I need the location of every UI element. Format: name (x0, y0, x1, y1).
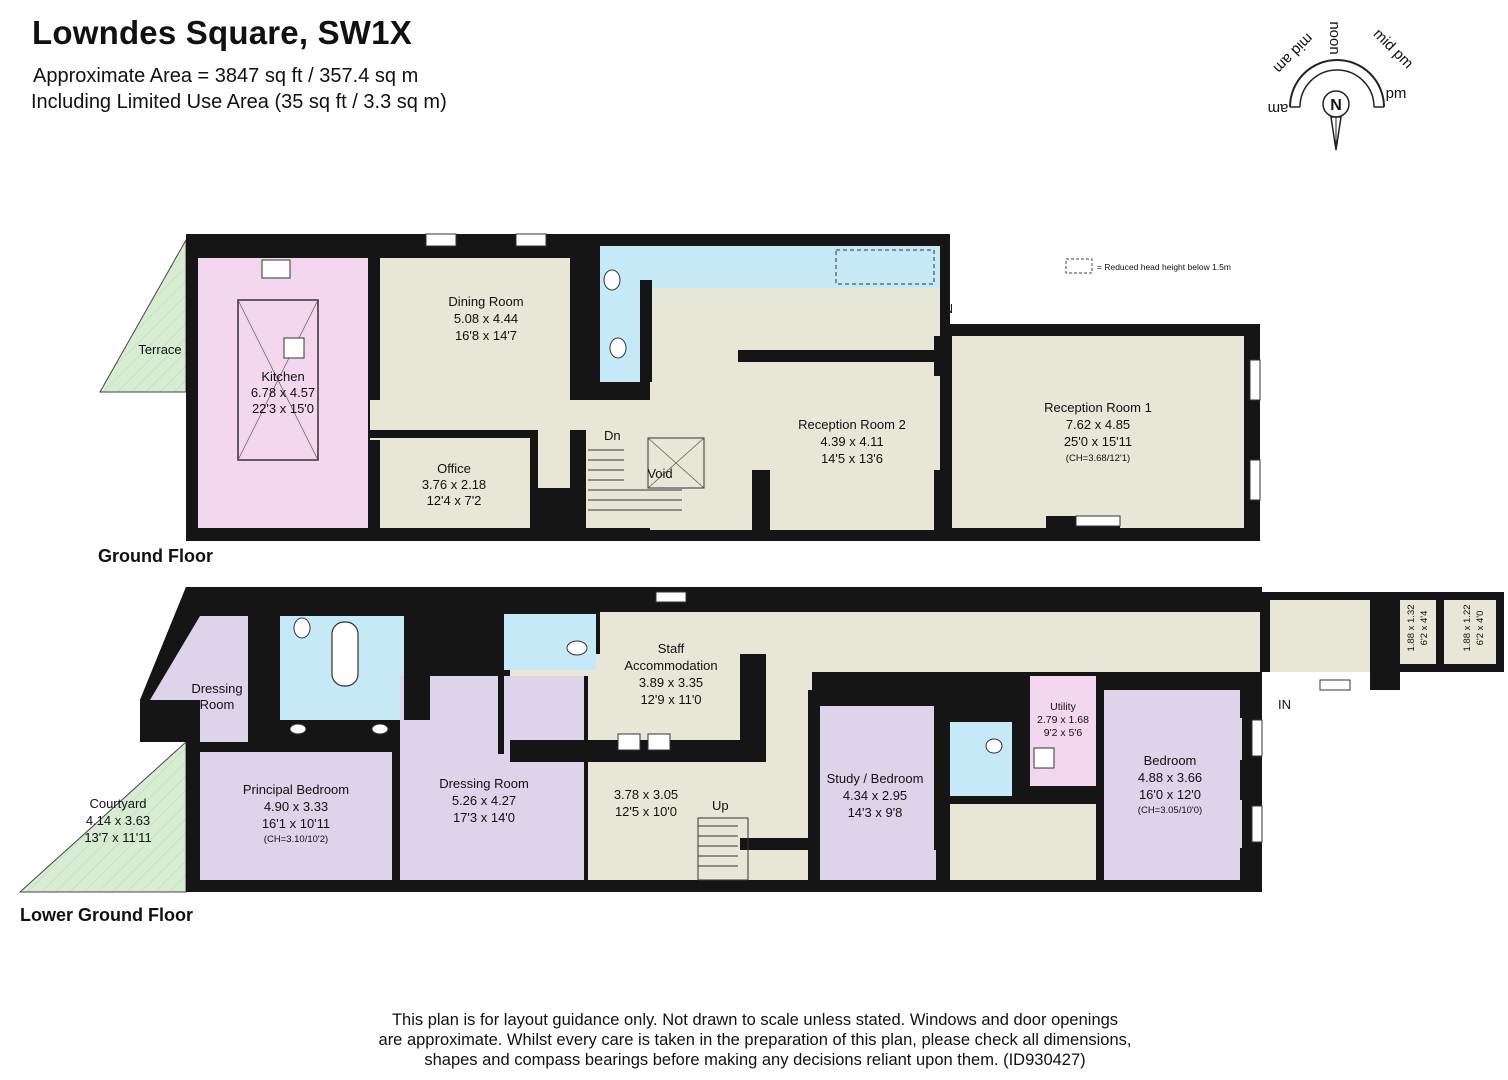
vault-2-imperial: 6'2 x 4'0 (1475, 611, 1486, 646)
dressing-room-label: Dressing Room (439, 776, 529, 791)
dressing-room-imperial: 17'3 x 14'0 (453, 810, 515, 825)
page-title: Lowndes Square, SW1X (32, 14, 412, 51)
office-metric: 3.76 x 2.18 (422, 477, 486, 492)
principal-bedroom-metric: 4.90 x 3.33 (264, 799, 328, 814)
staff-accommodation-label-2: Accommodation (624, 658, 717, 673)
principal-bedroom (200, 752, 392, 880)
bedroom-label: Bedroom (1144, 753, 1197, 768)
reception-room-2-metric: 4.39 x 4.11 (820, 434, 883, 449)
reception-room-2 (650, 288, 940, 530)
compass-pm: pm (1386, 85, 1407, 102)
kitchen-label: Kitchen (261, 369, 304, 384)
bedroom-metric: 4.88 x 3.66 (1138, 770, 1202, 785)
compass-mid-pm: mid pm (1370, 25, 1417, 72)
lower-ground-floor-plan (18, 587, 1504, 893)
limited-use-area: Including Limited Use Area (35 sq ft / 3… (31, 91, 447, 113)
ground-floor-plan (99, 233, 1261, 541)
disclaimer-line-3: shapes and compass bearings before makin… (424, 1051, 1086, 1069)
ground-floor-label: Ground Floor (98, 546, 213, 566)
dressing-small-label-2: Room (200, 697, 235, 712)
legend-reduced-head-height: = Reduced head height below 1.5m (1097, 262, 1231, 272)
dressing-room-metric: 5.26 x 4.27 (452, 793, 516, 808)
hall-imperial: 12'5 x 10'0 (615, 804, 677, 819)
terrace (99, 238, 187, 393)
ground-floor-entrance: IN (940, 301, 953, 316)
utility-metric: 2.79 x 1.68 (1037, 714, 1089, 726)
hall-metric: 3.78 x 3.05 (614, 787, 678, 802)
bedroom-imperial: 16'0 x 12'0 (1139, 787, 1201, 802)
dressing-room (400, 676, 584, 880)
disclaimer-line-1: This plan is for layout guidance only. N… (391, 1011, 1119, 1029)
bedroom-ceiling: (CH=3.05/10'0) (1138, 805, 1202, 816)
utility-imperial: 9'2 x 5'6 (1044, 727, 1083, 739)
disclaimer: This plan is for layout guidance only. N… (330, 1010, 1180, 1070)
vault-1-imperial: 6'2 x 4'4 (1419, 611, 1430, 646)
principal-bedroom-ceiling: (CH=3.10/10'2) (264, 834, 328, 845)
disclaimer-line-2: are approximate. Whilst every care is ta… (378, 1031, 1132, 1049)
vault-2-metric: 1.88 x 1.22 (1462, 604, 1473, 651)
courtyard-label: Courtyard (89, 796, 146, 811)
stairs-up-label: Up (712, 798, 729, 813)
staff-accommodation-metric: 3.89 x 3.35 (639, 675, 703, 690)
reception-room-1-imperial: 25'0 x 15'11 (1064, 434, 1132, 449)
lower-ground-entrance: IN (1278, 697, 1291, 712)
kitchen-imperial: 22'3 x 15'0 (252, 401, 314, 416)
kitchen (198, 258, 368, 528)
office (380, 438, 530, 528)
terrace-label: Terrace (138, 342, 181, 357)
compass-am: am (1268, 100, 1289, 117)
courtyard-metric: 4.14 x 3.63 (86, 813, 150, 828)
compass-rose: N noon mid am mid pm am pm (1268, 21, 1417, 151)
ground-bathroom (600, 246, 940, 288)
legend: = Reduced head height below 1.5m (1065, 258, 1231, 274)
utility-label: Utility (1050, 701, 1076, 713)
staff-accommodation-imperial: 12'9 x 11'0 (640, 692, 701, 707)
vault-1-metric: 1.88 x 1.32 (1406, 604, 1417, 651)
study-bedroom-imperial: 14'3 x 9'8 (848, 805, 903, 820)
reception-room-1-metric: 7.62 x 4.85 (1066, 417, 1130, 432)
void-label: Void (647, 466, 672, 481)
approximate-area: Approximate Area = 3847 sq ft / 357.4 sq… (33, 65, 419, 87)
lower-ground-floor-label: Lower Ground Floor (20, 905, 193, 925)
dining-room-imperial: 16'8 x 14'7 (455, 328, 517, 343)
compass-north: N (1330, 97, 1342, 114)
office-imperial: 12'4 x 7'2 (427, 493, 482, 508)
reception-room-1-label: Reception Room 1 (1044, 400, 1152, 415)
reception-room-1-ceiling: (CH=3.68/12'1) (1066, 453, 1130, 464)
reception-room-2-imperial: 14'5 x 13'6 (821, 451, 883, 466)
lower-shower-room (950, 722, 1012, 796)
study-bedroom-label: Study / Bedroom (827, 771, 924, 786)
principal-bedroom-label: Principal Bedroom (243, 782, 349, 797)
dressing-small-label: Dressing (191, 681, 242, 696)
study-bedroom (820, 706, 936, 880)
office-label: Office (437, 461, 471, 476)
staff-accommodation-label: Staff (658, 641, 685, 656)
dressing-small (150, 616, 248, 742)
stairs-down-label: Dn (604, 428, 621, 443)
principal-bedroom-imperial: 16'1 x 10'11 (262, 816, 330, 831)
study-bedroom-metric: 4.34 x 2.95 (843, 788, 907, 803)
reception-room-1 (952, 336, 1244, 528)
vault-1 (1400, 600, 1436, 664)
kitchen-metric: 6.78 x 4.57 (251, 385, 315, 400)
dining-room-label: Dining Room (448, 294, 523, 309)
courtyard-imperial: 13'7 x 11'11 (84, 830, 151, 845)
lower-bedroom (1102, 690, 1242, 880)
dining-room-metric: 5.08 x 4.44 (454, 311, 518, 326)
vault-2 (1444, 600, 1496, 664)
reception-room-2-label: Reception Room 2 (798, 417, 906, 432)
compass-noon: noon (1326, 21, 1343, 54)
